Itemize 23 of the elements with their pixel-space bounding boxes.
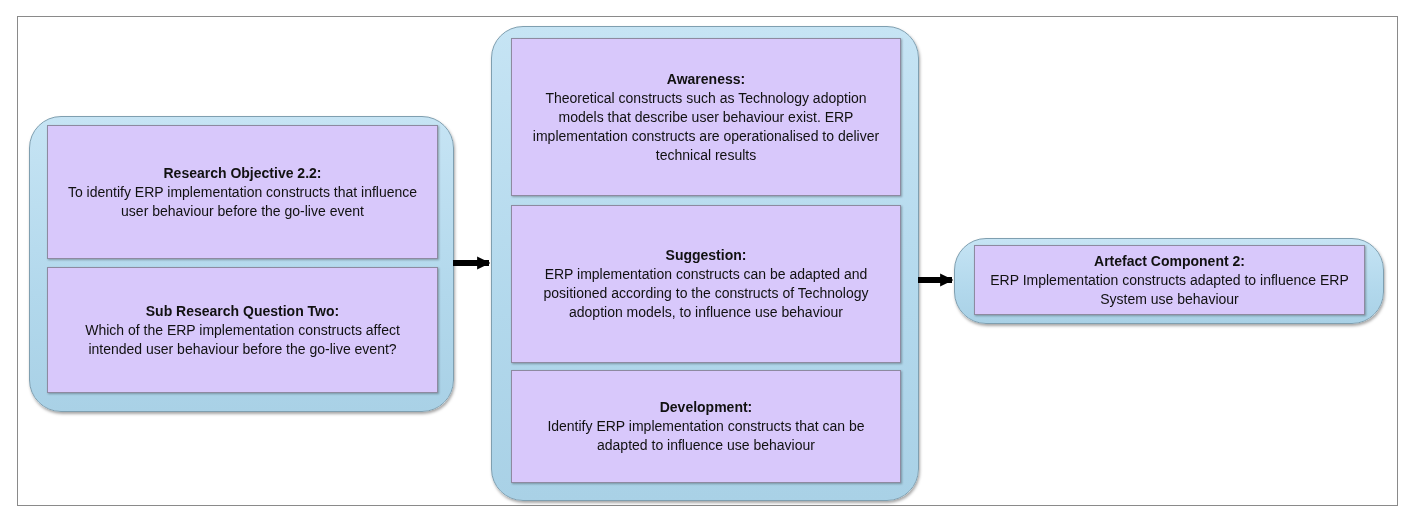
text-box bbox=[47, 125, 438, 259]
arrow bbox=[453, 256, 491, 270]
box-text: Identify ERP implementation constructs that can be adapted to influence use behaviour bbox=[546, 417, 866, 455]
text-box bbox=[511, 205, 901, 363]
box-heading: Artefact Component 2: bbox=[1094, 251, 1245, 271]
box-text: Theoretical constructs such as Technology adoption models that describe user behaviour exist. ERP implementation constructs are operationalised to deliver technical results bbox=[531, 88, 881, 165]
rounded-container bbox=[954, 238, 1384, 324]
rounded-container bbox=[29, 116, 454, 412]
rounded-container bbox=[491, 26, 919, 501]
box-text: ERP implementation constructs can be adapted and positioned according to the constructs of Technology adoption models, to influence use behaviour bbox=[542, 265, 870, 322]
arrow bbox=[918, 273, 954, 287]
text-box bbox=[47, 267, 438, 393]
box-heading: Suggestion: bbox=[665, 246, 747, 265]
text-box bbox=[974, 245, 1365, 315]
box-text: ERP Implementation constructs adapted to influence ERP System use behaviour bbox=[989, 270, 1350, 309]
box-heading: Awareness: bbox=[666, 69, 746, 89]
box-heading: Development: bbox=[659, 398, 753, 417]
box-heading: Sub Research Question Two: bbox=[145, 301, 340, 321]
text-box bbox=[511, 38, 901, 196]
box-text: To identify ERP implementation constructs that influence user behaviour before the go-live event bbox=[66, 182, 419, 221]
box-heading: Research Objective 2.2: bbox=[163, 163, 322, 183]
text-box bbox=[511, 370, 901, 483]
box-text: Which of the ERP implementation constructs affect intended user behaviour before the go-live event? bbox=[84, 320, 401, 359]
